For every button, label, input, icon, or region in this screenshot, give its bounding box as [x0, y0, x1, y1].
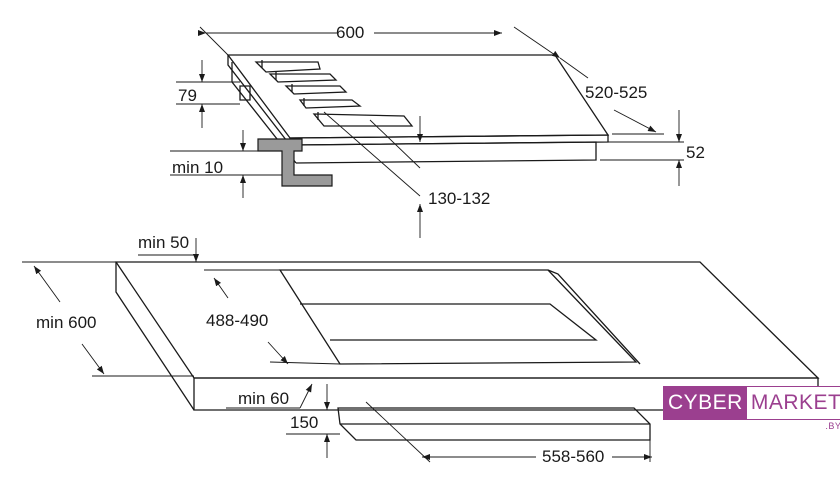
- logo-part-cyber: CYBER: [664, 387, 747, 419]
- logo-part-market: MARKET .BY: [746, 387, 840, 431]
- dimension-min-50: min 50: [138, 233, 282, 271]
- logo-domain-suffix: .BY: [825, 421, 840, 431]
- dimension-150: 150: [286, 384, 340, 458]
- label-body-height: 52: [686, 143, 705, 162]
- cybermarket-logo: CYBER MARKET .BY: [663, 386, 840, 431]
- dimension-min-600: min 600: [22, 261, 194, 377]
- label-offset: 130-132: [428, 189, 490, 208]
- label-depth: 520-525: [585, 83, 647, 102]
- logo-part-market-text: MARKET: [750, 391, 840, 414]
- label-min-depth: min 600: [36, 313, 96, 332]
- label-shelf-gap: 150: [290, 413, 318, 432]
- dimension-min-10: min 10: [170, 130, 282, 198]
- dimension-min-60: min 60: [226, 377, 328, 409]
- dimension-520-525: 520-525: [551, 50, 664, 135]
- label-min-front: min 60: [238, 389, 289, 408]
- label-total-height: 79: [178, 86, 197, 105]
- dimension-79: 79: [176, 60, 240, 128]
- dimension-558-560: 558-560: [365, 401, 652, 466]
- label-min-back: min 50: [138, 233, 189, 252]
- dimension-600: 600: [198, 23, 556, 56]
- label-min-clearance: min 10: [172, 158, 223, 177]
- dimension-130-132: 130-132: [323, 111, 490, 238]
- label-cutout-width: 558-560: [542, 447, 604, 466]
- label-width: 600: [336, 23, 364, 42]
- dimension-52: 52: [600, 110, 705, 186]
- label-cutout-depth: 488-490: [206, 311, 268, 330]
- dimension-488-490: 488-490: [206, 277, 341, 365]
